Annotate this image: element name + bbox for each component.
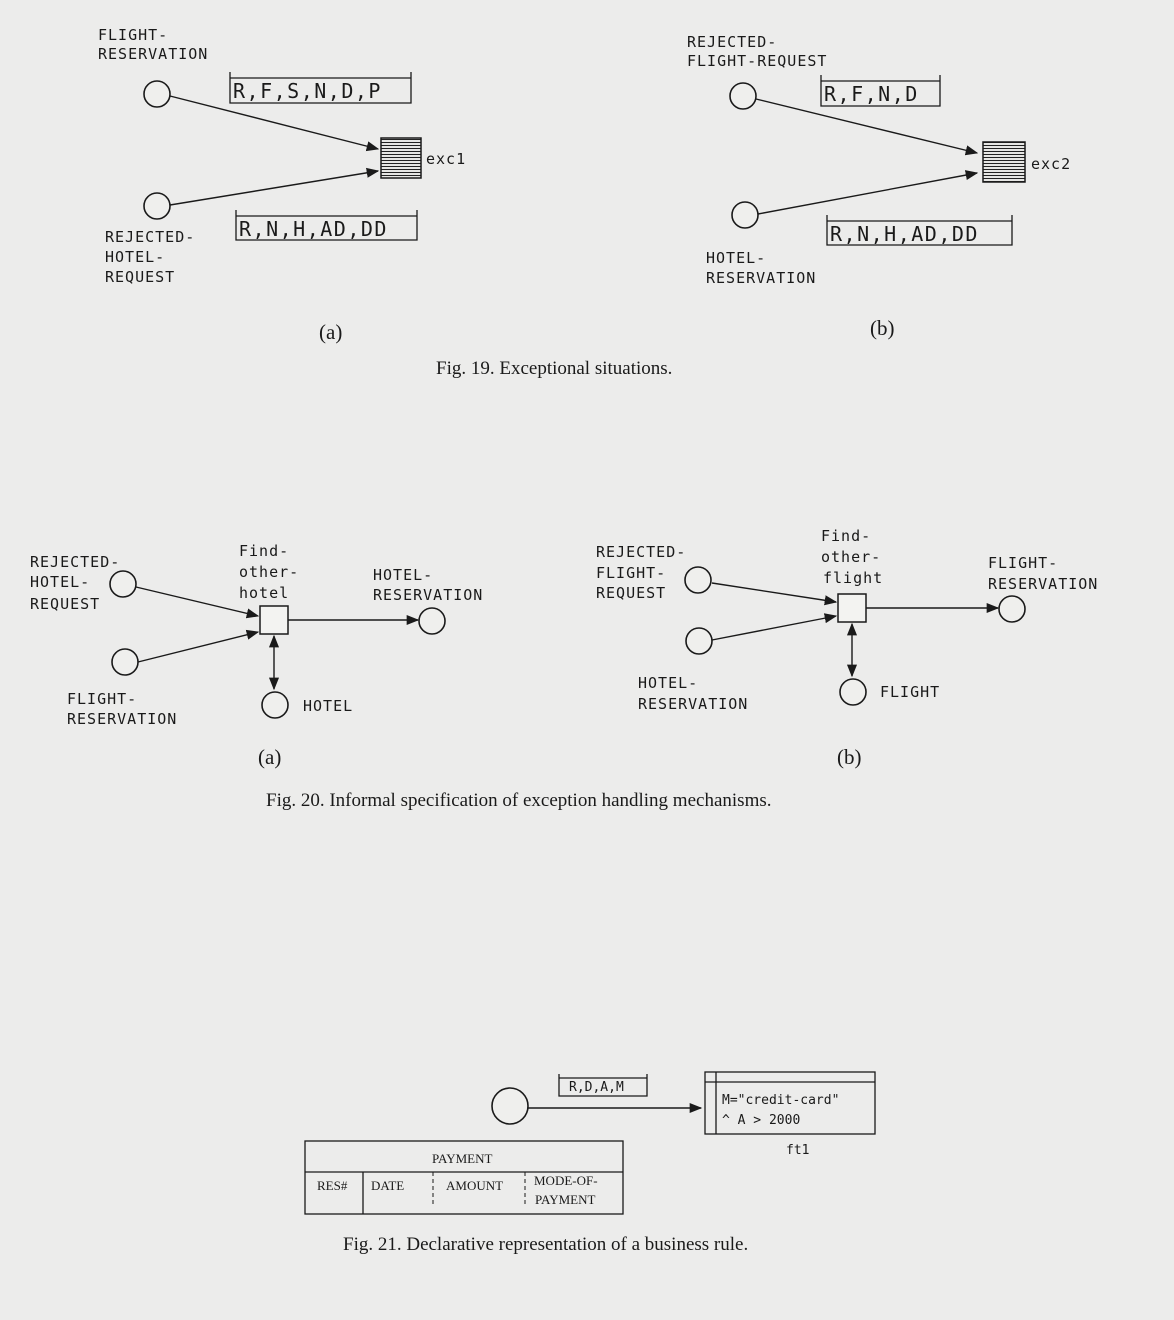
tuple-label: R,N,H,AD,DD <box>830 222 979 246</box>
place-flight-reservation <box>111 648 139 676</box>
place-label-rejected-flight-request: REQUEST <box>596 584 666 602</box>
place-label-hotel-reservation: RESERVATION <box>706 269 816 287</box>
tuple-box <box>229 72 412 104</box>
place-label-rejected-flight-request: REJECTED- <box>596 543 686 561</box>
place-label-flight: FLIGHT <box>880 683 940 701</box>
panel-label-b: (b) <box>837 745 862 769</box>
transition-label: Find- <box>821 527 871 545</box>
place-label-hotel-reservation: RESERVATION <box>373 586 483 604</box>
place-label-rejected-hotel-request: REJECTED- <box>105 228 195 246</box>
tuple-box <box>558 1074 648 1097</box>
condition-text: ^ A > 2000 <box>722 1113 800 1128</box>
place-label-rejected-flight-request: FLIGHT-REQUEST <box>687 52 827 70</box>
panel-label-a: (a) <box>319 320 342 344</box>
panel-label-b: (b) <box>870 316 895 340</box>
place-label-rejected-hotel-request: REJECTED- <box>30 553 120 571</box>
fig21-diagram: R,D,A,M M="credit-card" ^ A > 2000 ft1 P… <box>304 1071 876 1215</box>
tuple-box <box>820 75 941 107</box>
place-flight <box>839 678 867 706</box>
place-label-flight-reservation: RESERVATION <box>98 45 208 63</box>
transition-label: other- <box>821 548 881 566</box>
fig19-panel-a: FLIGHT- RESERVATION R,F,S,N,D,P exc1 REJ… <box>98 26 466 286</box>
place-rejected-flight-request <box>729 82 757 110</box>
transition-label: exc1 <box>426 150 466 168</box>
place-label-rejected-hotel-request: REQUEST <box>30 595 100 613</box>
arc <box>711 582 838 606</box>
arc <box>169 95 380 152</box>
transition-find-other-hotel <box>259 605 289 635</box>
place-label-hotel: HOTEL <box>303 697 353 715</box>
place-rejected-hotel-request <box>109 570 137 598</box>
fig19-panel-b: REJECTED- FLIGHT-REQUEST R,F,N,D exc2 R,… <box>687 33 1071 287</box>
transition-label: ft1 <box>786 1143 809 1158</box>
fig20-panel-b: REJECTED- FLIGHT- REQUEST HOTEL- RESERVA… <box>596 527 1098 713</box>
transition-ft1 <box>704 1071 876 1135</box>
tuple-label: R,N,H,AD,DD <box>239 217 388 241</box>
tuple-label: R,D,A,M <box>569 1080 624 1095</box>
figure-caption: Fig. 21. Declarative representation of a… <box>343 1234 748 1255</box>
place-label-hotel-reservation: HOTEL- <box>373 566 433 584</box>
transition-label: hotel <box>239 584 289 602</box>
place-label-rejected-hotel-request: HOTEL- <box>105 248 165 266</box>
place-hotel-reservation <box>731 201 759 229</box>
table-column-header: PAYMENT <box>535 1192 596 1207</box>
table-column-header: DATE <box>371 1178 404 1193</box>
place-hotel-reservation <box>685 627 713 655</box>
place-label-rejected-flight-request: FLIGHT- <box>596 564 666 582</box>
transition-label: Find- <box>239 542 289 560</box>
tuple-label: R,F,S,N,D,P <box>233 79 382 103</box>
arc <box>711 613 838 641</box>
transition-exc1 <box>380 137 422 179</box>
transition-label: exc2 <box>1031 155 1071 173</box>
arc <box>757 170 979 215</box>
condition-text: M="credit-card" <box>722 1093 839 1108</box>
transition-exc2 <box>982 141 1026 183</box>
place-label-rejected-hotel-request: HOTEL- <box>30 573 90 591</box>
transition-label: other- <box>239 563 299 581</box>
place-flight-reservation <box>143 80 171 108</box>
transition-label: flight <box>823 569 883 587</box>
panel-label-a: (a) <box>258 745 281 769</box>
arc <box>135 586 260 619</box>
arc <box>755 98 979 156</box>
place-label-flight-reservation: FLIGHT- <box>988 554 1058 572</box>
place-label-flight-reservation: FLIGHT- <box>98 26 168 44</box>
table-column-header: AMOUNT <box>446 1178 503 1193</box>
payment-table <box>304 1140 624 1215</box>
tuple-box <box>826 215 1013 246</box>
place-hotel <box>261 691 289 719</box>
place-hotel-reservation <box>418 607 446 635</box>
place-label-hotel-reservation: HOTEL- <box>706 249 766 267</box>
fig20-panel-a: REJECTED- HOTEL- REQUEST FLIGHT- RESERVA… <box>30 542 483 728</box>
table-column-header: MODE-OF- <box>534 1173 598 1188</box>
tuple-box <box>235 210 418 241</box>
place-label-hotel-reservation: HOTEL- <box>638 674 698 692</box>
table-title: PAYMENT <box>432 1151 493 1166</box>
tuple-label: R,F,N,D <box>824 82 919 106</box>
place-label-rejected-flight-request: REJECTED- <box>687 33 777 51</box>
place-rejected-hotel-request <box>143 192 171 220</box>
place-payment <box>491 1087 529 1125</box>
figure-caption: Fig. 20. Informal specification of excep… <box>266 790 772 811</box>
place-label-flight-reservation: RESERVATION <box>988 575 1098 593</box>
arc <box>137 629 260 663</box>
place-label-flight-reservation: RESERVATION <box>67 710 177 728</box>
place-rejected-flight-request <box>684 566 712 594</box>
table-column-header: RES# <box>317 1178 348 1193</box>
place-label-hotel-reservation: RESERVATION <box>638 695 748 713</box>
place-flight-reservation <box>998 595 1026 623</box>
place-label-rejected-hotel-request: REQUEST <box>105 268 175 286</box>
arc <box>169 167 380 206</box>
place-label-flight-reservation: FLIGHT- <box>67 690 137 708</box>
figure-caption: Fig. 19. Exceptional situations. <box>436 358 672 379</box>
transition-find-other-flight <box>837 593 867 623</box>
